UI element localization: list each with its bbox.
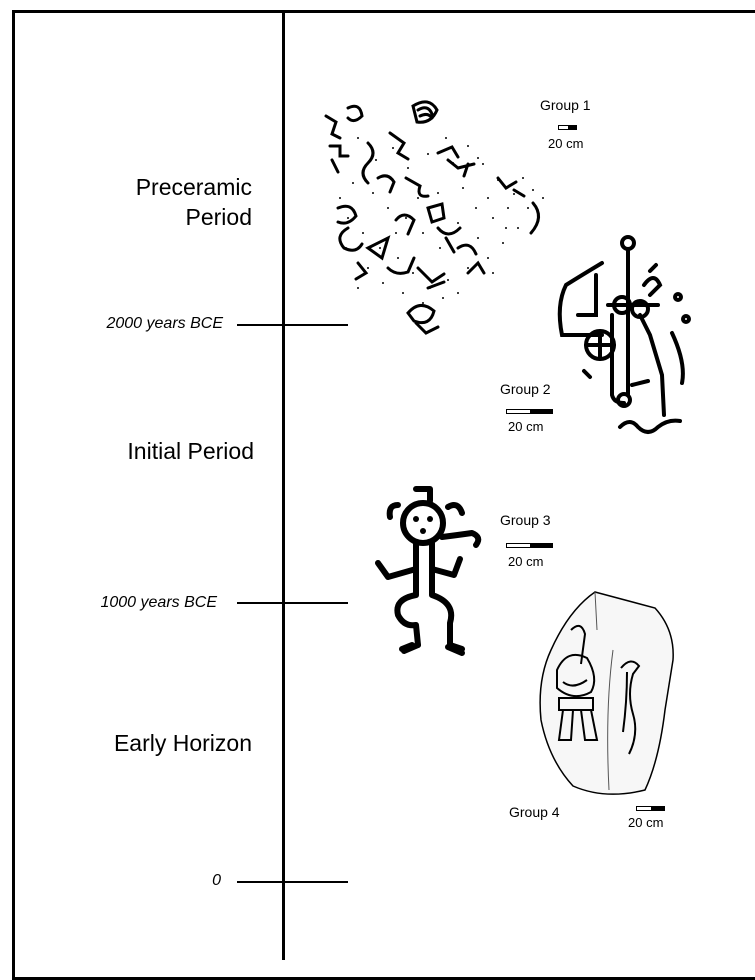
timeline-axis bbox=[282, 10, 285, 960]
petroglyph-group-1 bbox=[318, 98, 553, 348]
group-2-scale-bar bbox=[506, 409, 553, 414]
petroglyph-group-3 bbox=[368, 485, 478, 655]
period-preceramic-line1: Preceramic bbox=[60, 172, 252, 202]
period-early-horizon: Early Horizon bbox=[40, 728, 252, 758]
group-1-label: Group 1 bbox=[540, 97, 591, 113]
group-1-scale-bar bbox=[558, 125, 577, 130]
group-3-label: Group 3 bbox=[500, 512, 551, 528]
petroglyph-group-4 bbox=[535, 590, 680, 800]
group-3-scale-label: 20 cm bbox=[508, 554, 543, 569]
period-preceramic-line2: Period bbox=[60, 202, 252, 232]
tick-1000-bce bbox=[237, 602, 348, 604]
group-1-scale-label: 20 cm bbox=[548, 136, 583, 151]
tick-label-1000-bce: 1000 years BCE bbox=[2, 594, 217, 612]
tick-label-0: 0 bbox=[6, 872, 221, 890]
tick-0 bbox=[237, 881, 348, 883]
period-preceramic: Preceramic Period bbox=[60, 172, 252, 232]
period-initial: Initial Period bbox=[40, 436, 254, 466]
timeline-figure: Preceramic Period Initial Period Early H… bbox=[0, 0, 755, 960]
tick-label-2000-bce: 2000 years BCE bbox=[8, 315, 223, 333]
group-2-scale-label: 20 cm bbox=[508, 419, 543, 434]
petroglyph-group-2 bbox=[552, 235, 702, 435]
group-4-scale-label: 20 cm bbox=[628, 815, 663, 830]
group-2-label: Group 2 bbox=[500, 381, 551, 397]
group-4-scale-bar bbox=[636, 806, 665, 811]
group-4-label: Group 4 bbox=[509, 804, 560, 820]
group-3-scale-bar bbox=[506, 543, 553, 548]
